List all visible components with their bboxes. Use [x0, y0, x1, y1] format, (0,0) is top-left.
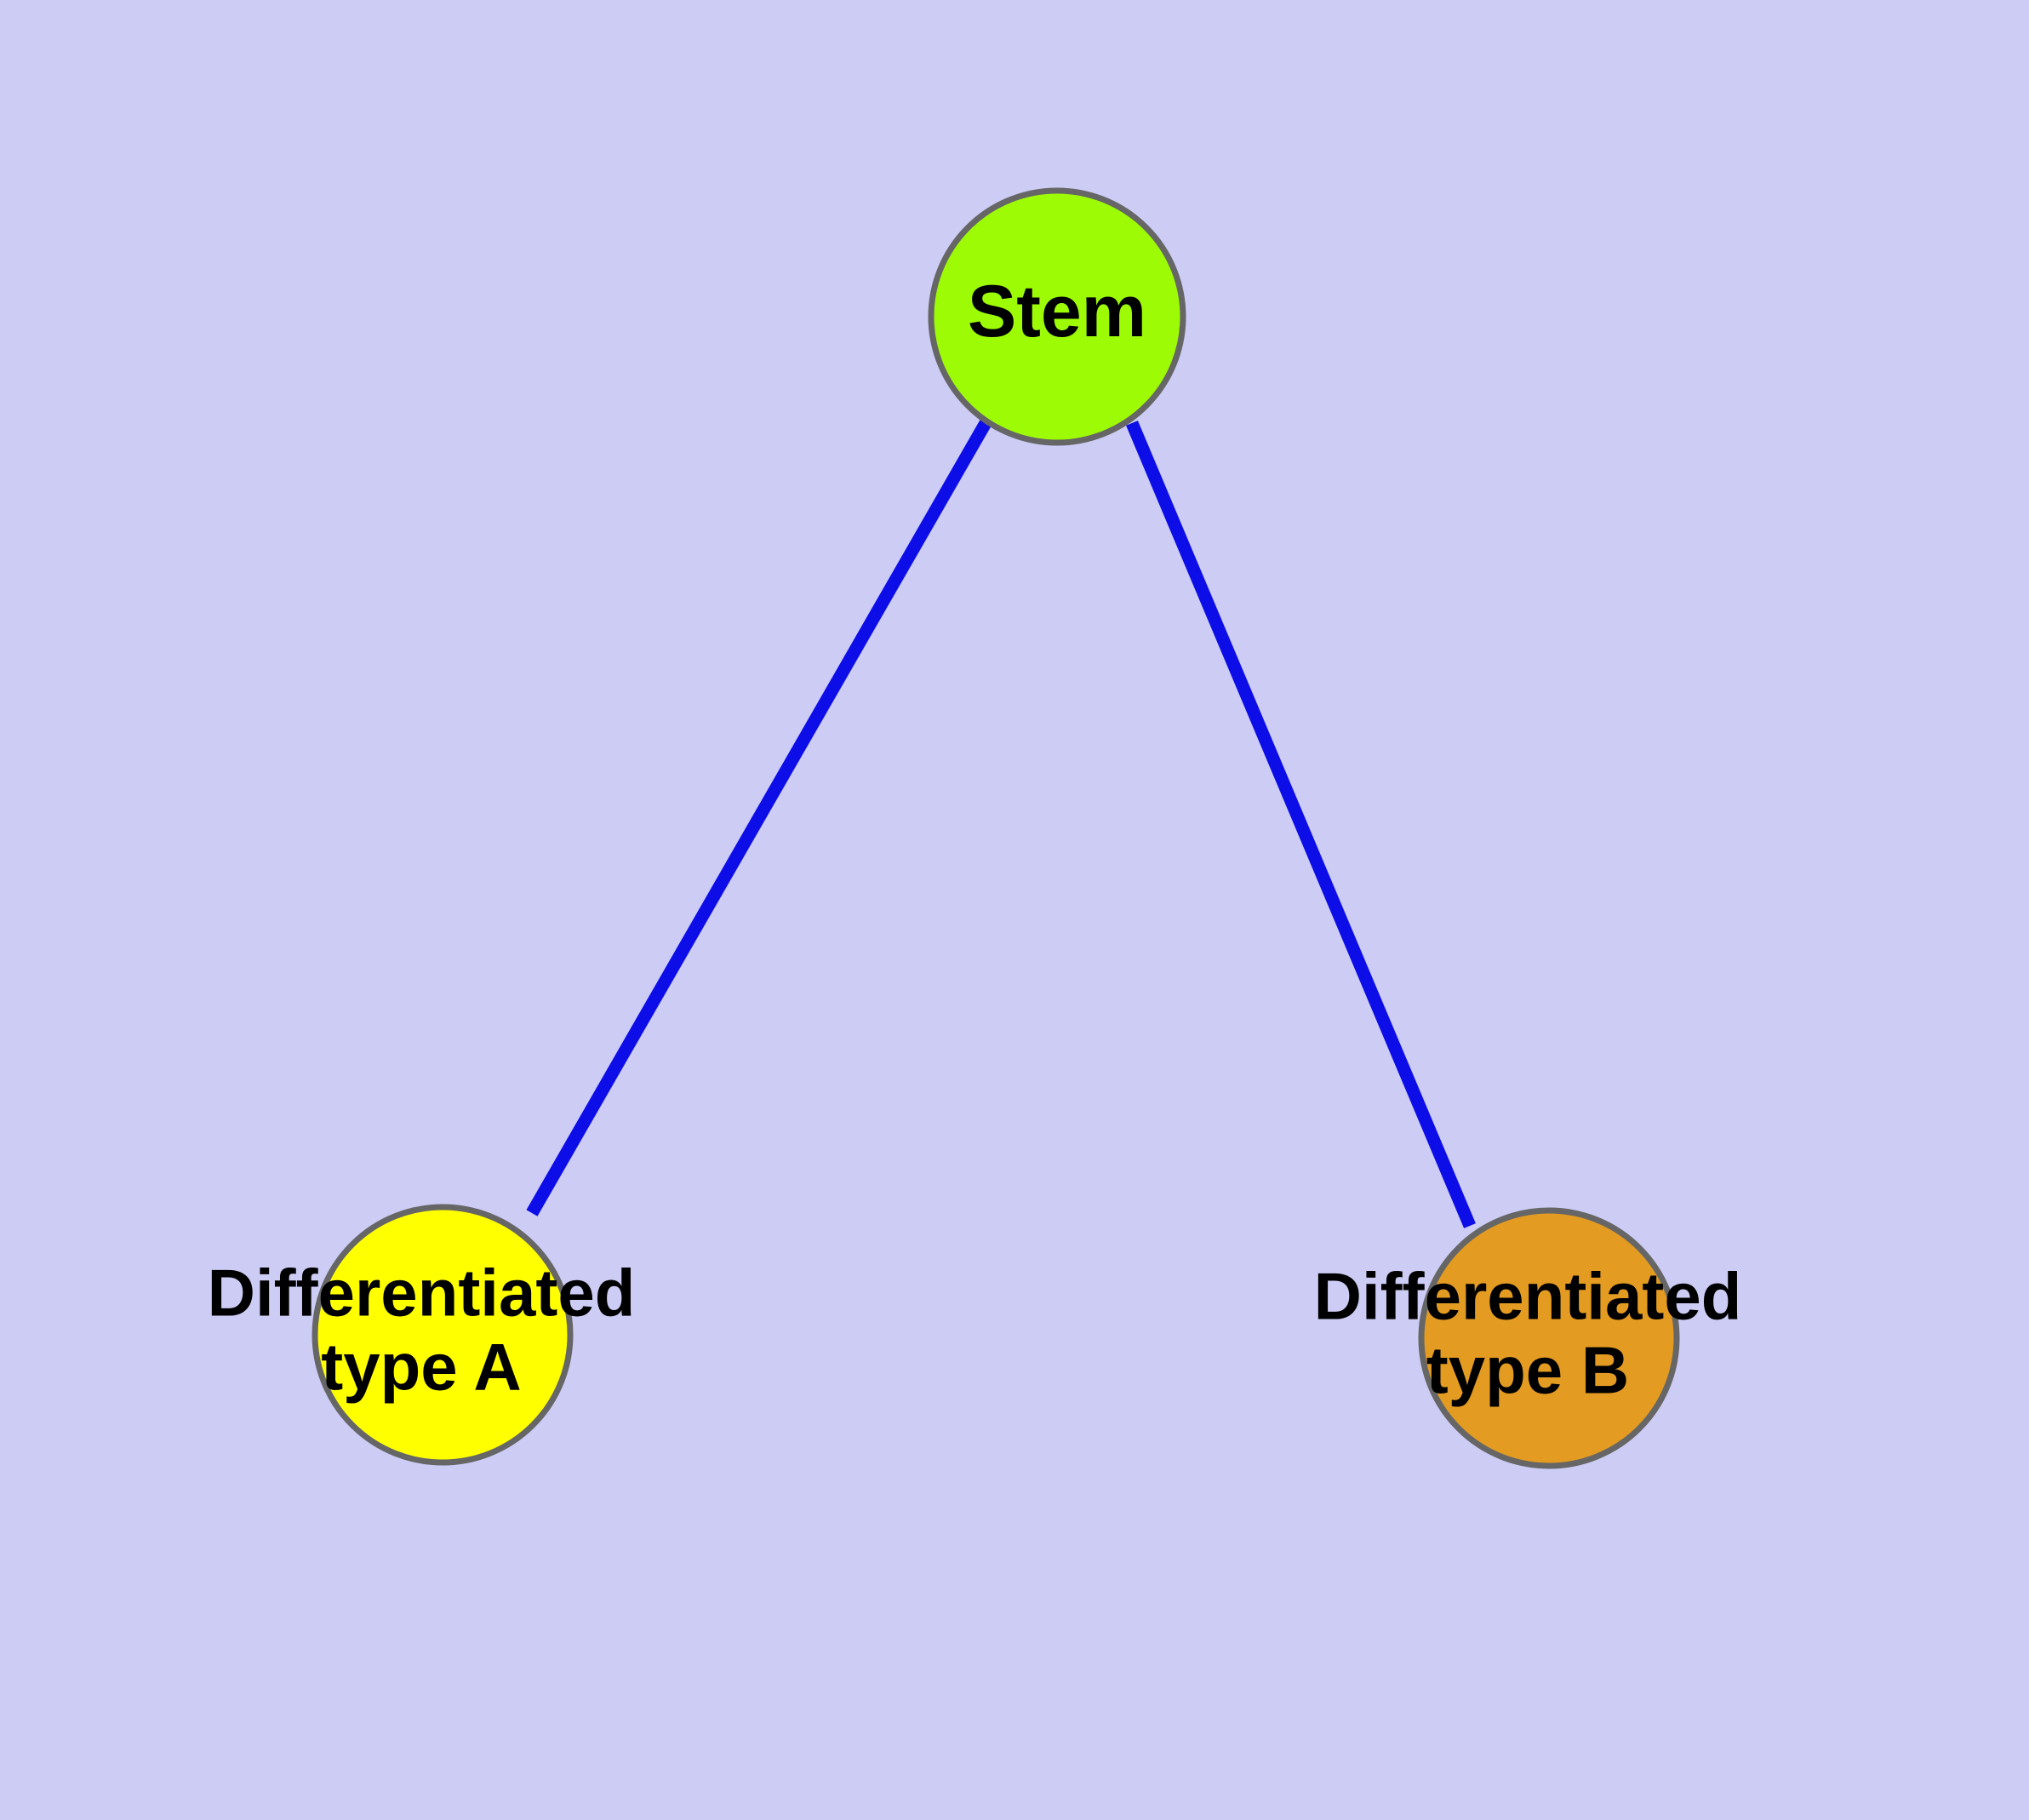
node-circle-diff-b[interactable]: [1418, 1207, 1680, 1469]
node-circle-diff-a[interactable]: [311, 1204, 574, 1466]
edge-stem-to-b[interactable]: [1126, 421, 1476, 1228]
edge-stem-to-a[interactable]: [526, 420, 992, 1216]
node-label-stem: Stem: [968, 271, 1146, 352]
node-label-line: type A: [321, 1329, 522, 1404]
node-stem[interactable]: Stem: [928, 187, 1186, 446]
node-label-line: Differentiated: [208, 1255, 636, 1330]
node-label-line: Stem: [968, 271, 1146, 352]
node-label-line: Differentiated: [1314, 1258, 1742, 1333]
node-label-line: type B: [1426, 1332, 1629, 1407]
edges-layer: [526, 420, 1476, 1228]
node-circle-stem[interactable]: [928, 187, 1186, 446]
